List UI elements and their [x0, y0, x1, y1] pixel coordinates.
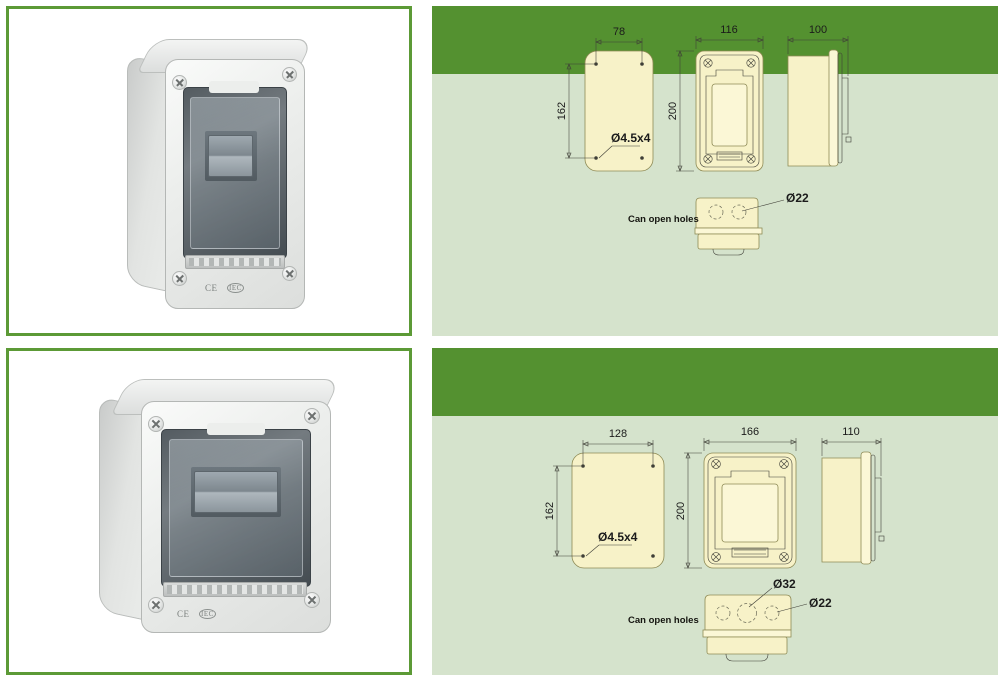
- corner-screw-top-right: [304, 408, 320, 424]
- bezel-top-notch: [209, 81, 259, 93]
- callout-hole-22-top: Ø22: [786, 191, 809, 205]
- bezel-top-notch: [207, 423, 265, 435]
- knockout-teeth: [189, 258, 281, 266]
- corner-screw-top-left: [172, 75, 187, 90]
- dim-front-height-bottom: 200: [675, 502, 687, 520]
- circuit-breaker: [208, 135, 253, 177]
- corner-screw-bottom-left: [148, 597, 164, 613]
- iec-mark: IEC: [227, 283, 244, 293]
- product-image-top: CE IEC: [9, 9, 409, 333]
- circuit-breaker: [194, 471, 278, 513]
- product-photo-panel-top: CE IEC: [6, 6, 412, 336]
- callout-hole-32-bottom: Ø32: [773, 577, 796, 591]
- enclosure-4way: CE IEC: [127, 39, 314, 311]
- callout-hole-22-bottom: Ø22: [809, 596, 832, 610]
- iec-mark: IEC: [199, 609, 216, 619]
- ce-mark: CE: [177, 609, 190, 619]
- technical-drawing-top: 78 162 Ø4.5x4: [432, 6, 998, 336]
- ce-mark: CE: [205, 283, 218, 293]
- technical-drawing-bottom: 128 162 Ø4.5x4: [432, 348, 998, 675]
- panel-header-bar-bottom: [432, 348, 998, 416]
- corner-screw-top-left: [148, 416, 164, 432]
- dim-side-width-top: 100: [809, 24, 827, 36]
- corner-screw-bottom-right: [282, 266, 297, 281]
- dim-side-width-bottom: 110: [842, 426, 860, 438]
- corner-screw-top-right: [282, 67, 297, 82]
- product-image-bottom: CE IEC: [9, 351, 409, 672]
- dim-front-width-top: 116: [720, 24, 738, 36]
- dim-backplate-height-top: 162: [556, 102, 568, 120]
- note-can-open-holes-top: Can open holes: [628, 214, 699, 225]
- dim-front-width-bottom: 166: [741, 426, 759, 438]
- dim-front-height-top: 200: [667, 102, 679, 120]
- enclosure-8way: CE IEC: [99, 379, 341, 649]
- note-can-open-holes-bottom: Can open holes: [628, 615, 699, 626]
- dim-backplate-width-top: 78: [613, 26, 625, 38]
- callout-hole-spec-top: Ø4.5x4: [611, 131, 651, 145]
- dim-backplate-width-bottom: 128: [609, 428, 627, 440]
- corner-screw-bottom-left: [172, 271, 187, 286]
- product-photo-panel-bottom: CE IEC: [6, 348, 412, 675]
- dimension-drawing-panel-bottom: 128 162 Ø4.5x4: [432, 348, 998, 675]
- dimension-drawing-panel-top: 78 162 Ø4.5x4: [432, 6, 998, 336]
- corner-screw-bottom-right: [304, 592, 320, 608]
- knockout-teeth: [167, 585, 303, 594]
- callout-hole-spec-bottom: Ø4.5x4: [598, 530, 638, 544]
- dim-backplate-height-bottom: 162: [544, 502, 556, 520]
